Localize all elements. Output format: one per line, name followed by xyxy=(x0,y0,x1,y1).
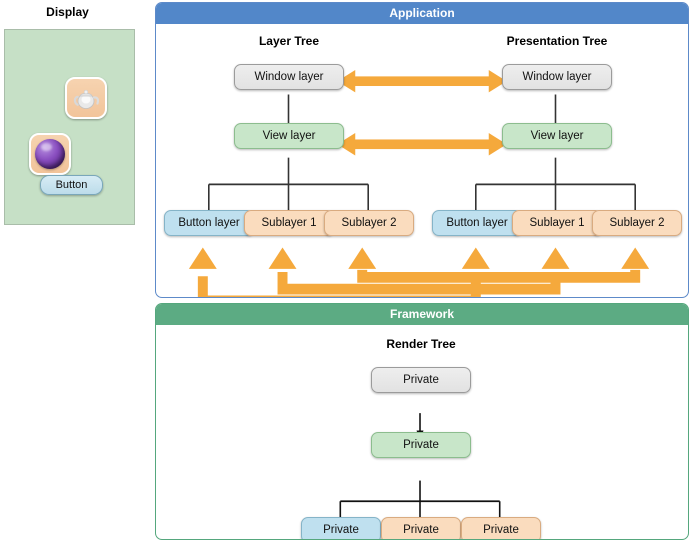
layer-tree-sublayer-2[interactable]: Sublayer 2 xyxy=(324,210,414,236)
orb-icon xyxy=(35,139,65,169)
application-section-body: Layer Tree Window layer View layer Butto… xyxy=(156,24,688,297)
layer-tree-title: Layer Tree xyxy=(258,34,320,48)
render-tree-child-1[interactable]: Private xyxy=(301,517,381,539)
display-panel: Button xyxy=(4,29,135,225)
teapot-icon xyxy=(67,79,105,117)
layer-tree-button-layer[interactable]: Button layer xyxy=(164,210,254,236)
framework-section-header: Framework xyxy=(156,304,688,325)
application-section-header: Application xyxy=(156,3,688,24)
sublayer2-sync-arrow xyxy=(348,247,650,283)
layer-tree-view-layer[interactable]: View layer xyxy=(234,123,344,149)
presentation-tree-title: Presentation Tree xyxy=(506,34,608,48)
layer-tree-sublayer-1[interactable]: Sublayer 1 xyxy=(244,210,334,236)
render-tree-title: Render Tree xyxy=(386,337,456,351)
framework-section-body: Render Tree Private Private Private Priv… xyxy=(156,325,688,539)
display-button[interactable]: Button xyxy=(40,175,103,195)
presentation-tree-view-layer[interactable]: View layer xyxy=(502,123,612,149)
render-tree-root[interactable]: Private xyxy=(371,367,471,393)
render-tree-child-3[interactable]: Private xyxy=(461,517,541,539)
render-tree-child-2[interactable]: Private xyxy=(381,517,461,539)
application-section: Application xyxy=(155,2,689,298)
layer-tree-window-layer[interactable]: Window layer xyxy=(234,64,344,90)
presentation-tree-sublayer-2[interactable]: Sublayer 2 xyxy=(592,210,682,236)
render-tree-mid[interactable]: Private xyxy=(371,432,471,458)
orb-app-icon[interactable] xyxy=(29,133,71,175)
sublayer1-sync-arrow xyxy=(268,247,570,295)
presentation-tree-sublayer-1[interactable]: Sublayer 1 xyxy=(512,210,602,236)
button-layer-sync-arrow xyxy=(188,247,490,297)
teapot-app-icon[interactable] xyxy=(65,77,107,119)
view-sync-arrow xyxy=(337,133,507,156)
presentation-tree-button-layer[interactable]: Button layer xyxy=(432,210,522,236)
framework-section: Framework Render Tree Private Private Pr… xyxy=(155,303,689,540)
display-title: Display xyxy=(46,5,89,19)
presentation-tree-window-layer[interactable]: Window layer xyxy=(502,64,612,90)
window-sync-arrow xyxy=(337,69,507,93)
